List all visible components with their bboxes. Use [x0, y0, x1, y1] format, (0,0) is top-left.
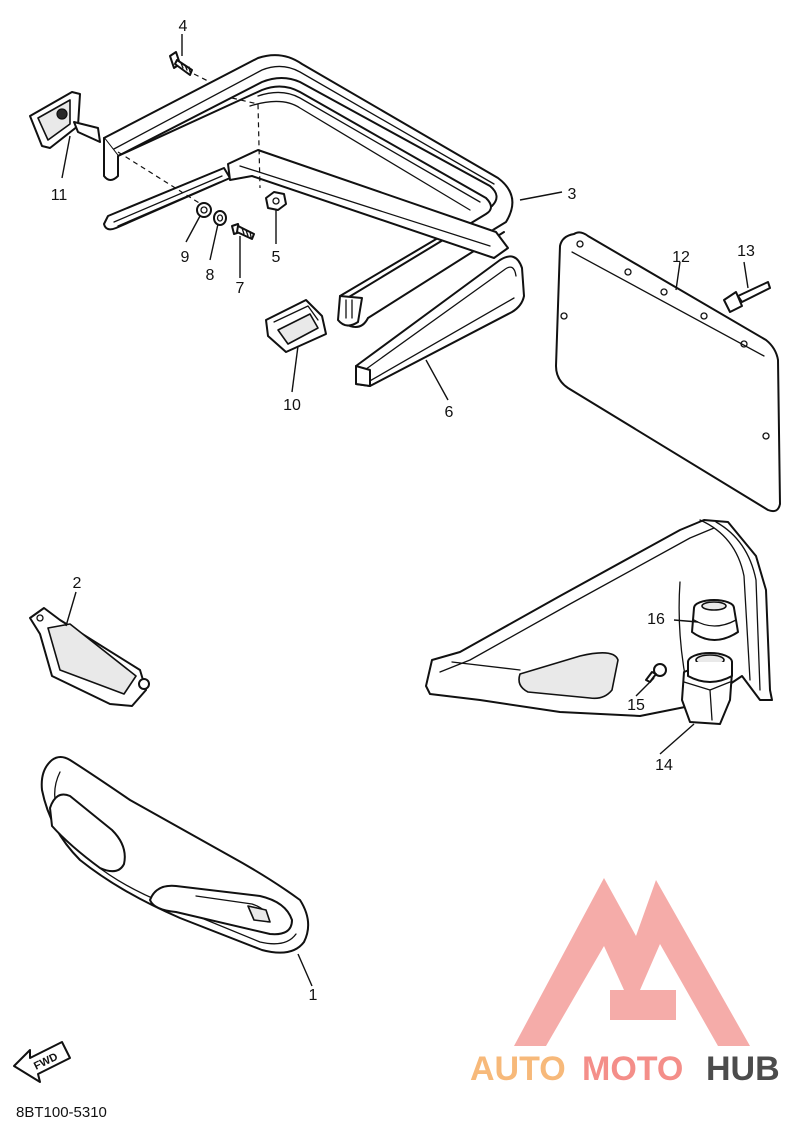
callout-5: 5 [272, 249, 281, 266]
automotohub-logo-icon [514, 878, 750, 1046]
assembly-line-bolt [231, 97, 261, 189]
callout-6: 6 [445, 404, 454, 421]
socket-part [681, 652, 733, 725]
callout-15: 15 [627, 697, 645, 714]
logo-triangle-mark [514, 878, 750, 1046]
bulb-grommet-part [691, 599, 739, 641]
callout-8: 8 [206, 267, 215, 284]
callout-12: 12 [672, 249, 690, 266]
side-cover-part [40, 756, 310, 954]
callout-16: 16 [647, 611, 665, 628]
frame-trim-strip [103, 149, 509, 259]
diagram-code: 8BT100-5310 [16, 1104, 107, 1121]
clip-part [723, 281, 771, 313]
nut-part [265, 191, 287, 211]
brand-auto: AUTO [470, 1050, 566, 1088]
lamp-screw-part [645, 663, 667, 683]
brand-hub: HUB [706, 1050, 780, 1088]
bolt-part [169, 51, 193, 76]
screw-part [231, 223, 255, 240]
callout-11: 11 [51, 187, 68, 204]
callout-3: 3 [568, 186, 577, 203]
callout-13: 13 [737, 243, 755, 260]
fwd-arrow: FWD [13, 1041, 71, 1083]
panel-part [555, 231, 781, 513]
callout-10: 10 [283, 397, 301, 414]
leader-lines [61, 34, 749, 987]
lower-rail-part [355, 255, 525, 387]
brand-moto: MOTO [582, 1050, 683, 1088]
callout-2: 2 [73, 575, 82, 592]
callout-7: 7 [236, 280, 245, 297]
pad-part [265, 299, 327, 353]
callout-4: 4 [179, 18, 188, 35]
grommet-part [196, 202, 212, 218]
watermark-brand: AUTO MOTO HUB [470, 1050, 780, 1088]
callout-labels: 4 11 3 9 8 7 5 10 6 12 13 2 16 15 14 1 [51, 18, 755, 1004]
callout-1: 1 [309, 987, 318, 1004]
callout-14: 14 [655, 757, 673, 774]
bracket-part [29, 91, 101, 149]
washer-part [213, 210, 227, 226]
assembly-line-fastener [117, 151, 205, 207]
callout-9: 9 [181, 249, 190, 266]
reflector-part [29, 607, 150, 707]
frame-rail-part [103, 54, 514, 328]
